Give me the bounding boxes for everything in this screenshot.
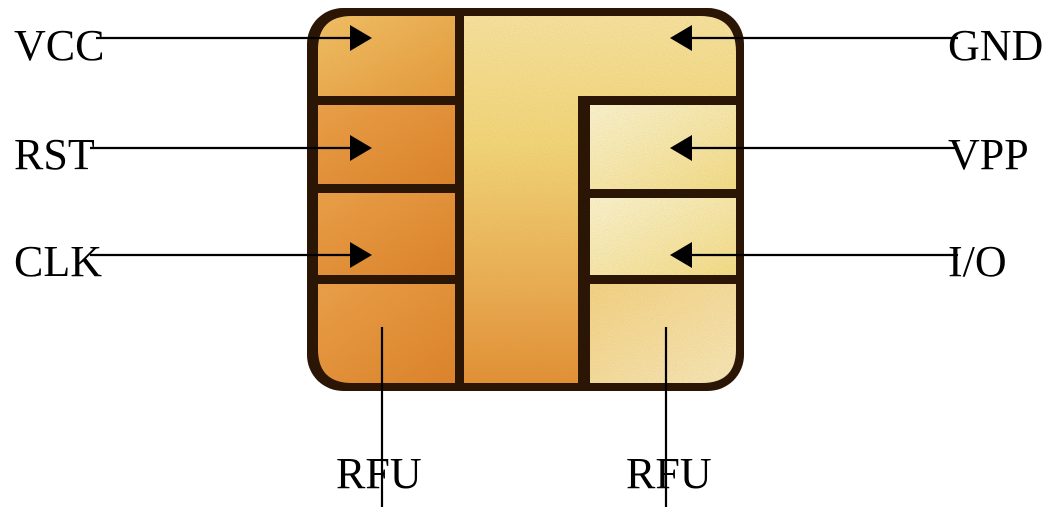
arrowhead-vpp [670, 135, 692, 161]
pad-clk [318, 193, 455, 275]
arrowhead-vcc [350, 25, 372, 51]
label-vcc: VCC [14, 21, 105, 70]
label-vpp: VPP [948, 130, 1029, 179]
label-clk: CLK [14, 237, 102, 286]
label-rfu-left: RFU [336, 449, 422, 498]
label-rfu-right: RFU [626, 449, 712, 498]
label-io: I/O [948, 237, 1007, 286]
label-gnd: GND [948, 21, 1044, 70]
pad-vcc [318, 16, 455, 96]
pad-rfu-left [318, 284, 455, 383]
label-rst: RST [14, 130, 95, 179]
pad-gnd [464, 16, 736, 383]
arrowhead-gnd [670, 25, 692, 51]
pad-io [590, 198, 736, 275]
arrowhead-rst [350, 135, 372, 161]
pad-rst [318, 105, 455, 184]
arrowhead-clk [350, 242, 372, 268]
pad-rfu-right [590, 284, 736, 383]
arrowhead-io [670, 242, 692, 268]
